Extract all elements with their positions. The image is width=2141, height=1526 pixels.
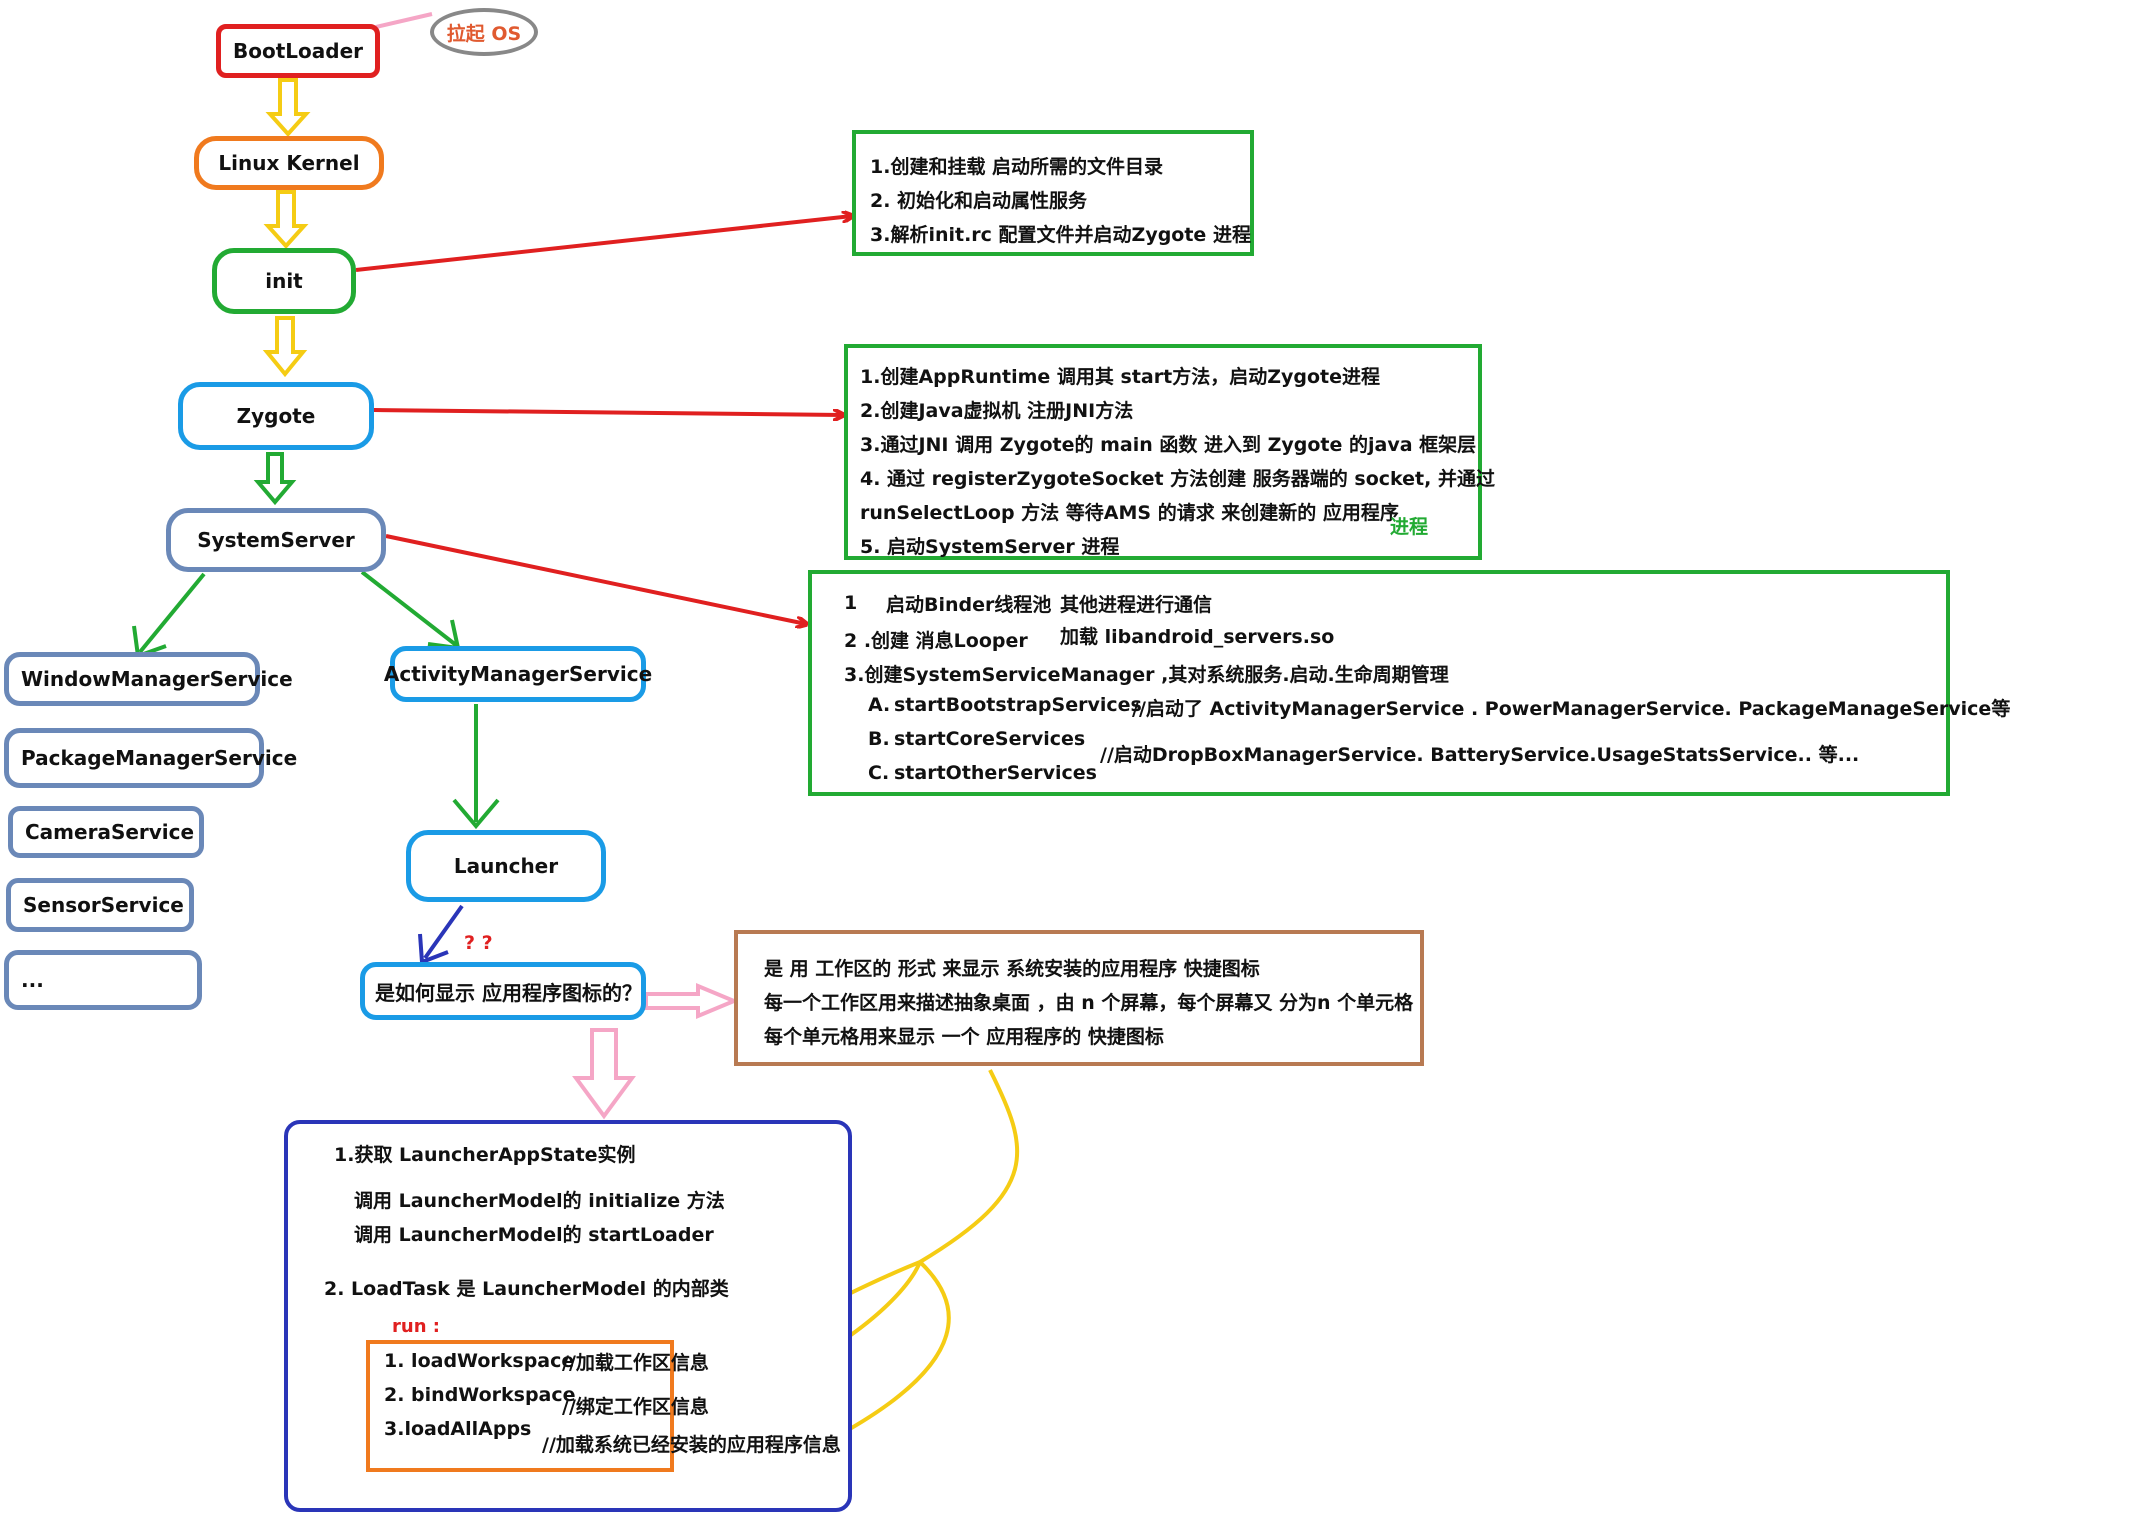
- launcher-node: Launcher: [406, 830, 606, 902]
- ss-line3: 3.创建SystemServiceManager ,其对系统服务.启动.生命周期…: [844, 664, 1449, 686]
- camera-label: CameraService: [25, 820, 195, 844]
- activity-manager-label: ActivityManagerService: [383, 662, 653, 686]
- ss-line2-b: 加载 libandroid_servers.so: [1060, 626, 1335, 648]
- ss-line1-a: 启动Binder线程池: [886, 594, 1052, 616]
- ss-b-name: startCoreServices: [894, 728, 1086, 750]
- window-manager-node: WindowManagerService: [4, 652, 293, 706]
- sensor-node: SensorService: [6, 878, 194, 932]
- init-description-box: 1.创建和挂载 启动所需的文件目录 2. 初始化和启动属性服务 3.解析init…: [852, 130, 1254, 256]
- sensor-label: SensorService: [23, 893, 184, 917]
- comment-bind-workspace: //绑定工作区信息: [562, 1396, 709, 1418]
- zygote-desc-arrow: [373, 408, 843, 415]
- zygote-line-4: 4. 通过 registerZygoteSocket 方法创建 服务器端的 so…: [860, 468, 1495, 490]
- lift-os-ellipse: 拉起 OS: [430, 8, 538, 56]
- package-manager-label: PackageManagerService: [21, 746, 298, 770]
- zygote-line-5: runSelectLoop 方法 等待AMS 的请求 来创建新的 应用程序: [860, 502, 1399, 524]
- loader-run-label: run :: [392, 1316, 440, 1337]
- launcher-arrow: [452, 704, 500, 830]
- init-down-arrow: [263, 190, 309, 249]
- workspace-line-2: 每一个工作区用来描述抽象桌面 ，由 n 个屏幕，每个屏幕又 分为n 个单元格: [764, 992, 1414, 1014]
- zygote-line-2: 2.创建Java虚拟机 注册JNI方法: [860, 400, 1134, 422]
- run-tasks-box: 1. loadWorkspace 2. bindWorkspace 3.load…: [366, 1340, 674, 1472]
- init-line-3: 3.解析init.rc 配置文件并启动Zygote 进程: [870, 224, 1251, 246]
- init-desc-arrow: [355, 216, 852, 272]
- ss-line1-b: 其他进程进行通信: [1060, 594, 1213, 616]
- task-load-workspace: 1. loadWorkspace: [384, 1350, 575, 1372]
- window-manager-label: WindowManagerService: [21, 667, 293, 691]
- loader-call-1: 调用 LauncherModel的 initialize 方法: [354, 1190, 725, 1212]
- how-display-node: 是如何显示 应用程序图标的？: [360, 962, 646, 1020]
- ss-a-name: startBootstrapServices: [894, 694, 1142, 716]
- linux-kernel-node: Linux Kernel: [194, 136, 384, 190]
- init-line-2: 2. 初始化和启动属性服务: [870, 190, 1088, 212]
- loader-pink-arrow: [572, 1028, 636, 1120]
- systemserver-desc-arrow: [385, 534, 806, 624]
- zygote-description-box: 1.创建AppRuntime 调用其 start方法，启动Zygote进程 2.…: [844, 344, 1495, 560]
- launcher-label: Launcher: [453, 854, 559, 878]
- ss-b-comment: //启动DropBoxManagerService. BatteryServic…: [1100, 744, 1860, 766]
- systemserver-label: SystemServer: [197, 528, 355, 552]
- task-bind-workspace: 2. bindWorkspace: [384, 1384, 576, 1406]
- zygote-down-arrow: [262, 316, 308, 378]
- systemserver-node: SystemServer: [166, 508, 386, 572]
- linux-kernel-label: Linux Kernel: [218, 151, 360, 175]
- systemserver-description-box: 1 启动Binder线程池 其他进程进行通信 2 .创建 消息Looper 加载…: [808, 570, 2010, 796]
- init-node: init: [212, 248, 356, 314]
- ss-line2-a: 2 .创建 消息Looper: [844, 630, 1028, 652]
- activity-manager-node: ActivityManagerService: [384, 646, 652, 702]
- ss-a-comment: //启动了 ActivityManagerService . PowerMana…: [1132, 698, 2011, 720]
- comment-load-workspace: //加载工作区信息: [562, 1352, 709, 1374]
- workspace-description-box: 是 用 工作区的 形式 来显示 系统安装的应用程序 快捷图标 每一个工作区用来描…: [734, 930, 1424, 1066]
- bootloader-os-link: [375, 12, 433, 29]
- workspace-line-3: 每个单元格用来显示 一个 应用程序的 快捷图标: [764, 1026, 1164, 1048]
- question-arrow: [418, 904, 464, 965]
- bootloader-node: BootLoader: [216, 24, 380, 78]
- workspace-pink-arrow: [644, 983, 740, 1019]
- zygote-line-6: 5. 启动SystemServer 进程: [860, 536, 1120, 558]
- zygote-process-note: 进程: [1390, 516, 1429, 538]
- how-display-label: 是如何显示 应用程序图标的？: [375, 980, 642, 1005]
- package-manager-node: PackageManagerService: [4, 728, 297, 788]
- ss-line1-num: 1: [844, 592, 858, 614]
- wms-arrow: [132, 572, 206, 659]
- bootloader-label: BootLoader: [232, 39, 363, 63]
- more-services-node: ...: [4, 950, 202, 1010]
- comment-load-all-apps: //加载系统已经安装的应用程序信息: [542, 1434, 841, 1456]
- workspace-line-1: 是 用 工作区的 形式 来显示 系统安装的应用程序 快捷图标: [764, 958, 1260, 980]
- init-label: init: [265, 269, 303, 293]
- zygote-line-3: 3.通过JNI 调用 Zygote的 main 函数 进入到 Zygote 的j…: [860, 434, 1477, 456]
- ss-a-prefix: A.: [868, 694, 891, 716]
- ss-c-prefix: C.: [868, 762, 890, 784]
- more-label: ...: [21, 968, 44, 992]
- init-line-1: 1.创建和挂载 启动所需的文件目录: [870, 156, 1164, 178]
- camera-node: CameraService: [8, 806, 204, 858]
- systemserver-down-arrow: [253, 452, 297, 506]
- zygote-line-1: 1.创建AppRuntime 调用其 start方法，启动Zygote进程: [860, 366, 1380, 388]
- ams-arrow: [360, 570, 461, 651]
- zygote-label: Zygote: [236, 404, 316, 428]
- zygote-node: Zygote: [178, 382, 374, 450]
- loader-step-1: 1.获取 LauncherAppState实例: [334, 1144, 636, 1166]
- loader-step-2: 2. LoadTask 是 LauncherModel 的内部类: [324, 1278, 729, 1300]
- lift-os-label: 拉起 OS: [446, 22, 522, 45]
- task-load-all-apps: 3.loadAllApps: [384, 1418, 532, 1440]
- kernel-down-arrow: [265, 78, 311, 137]
- loader-call-2: 调用 LauncherModel的 startLoader: [354, 1224, 714, 1246]
- ss-c-name: startOtherServices: [894, 762, 1097, 784]
- ss-b-prefix: B.: [868, 728, 890, 750]
- question-marks: ? ?: [464, 932, 493, 954]
